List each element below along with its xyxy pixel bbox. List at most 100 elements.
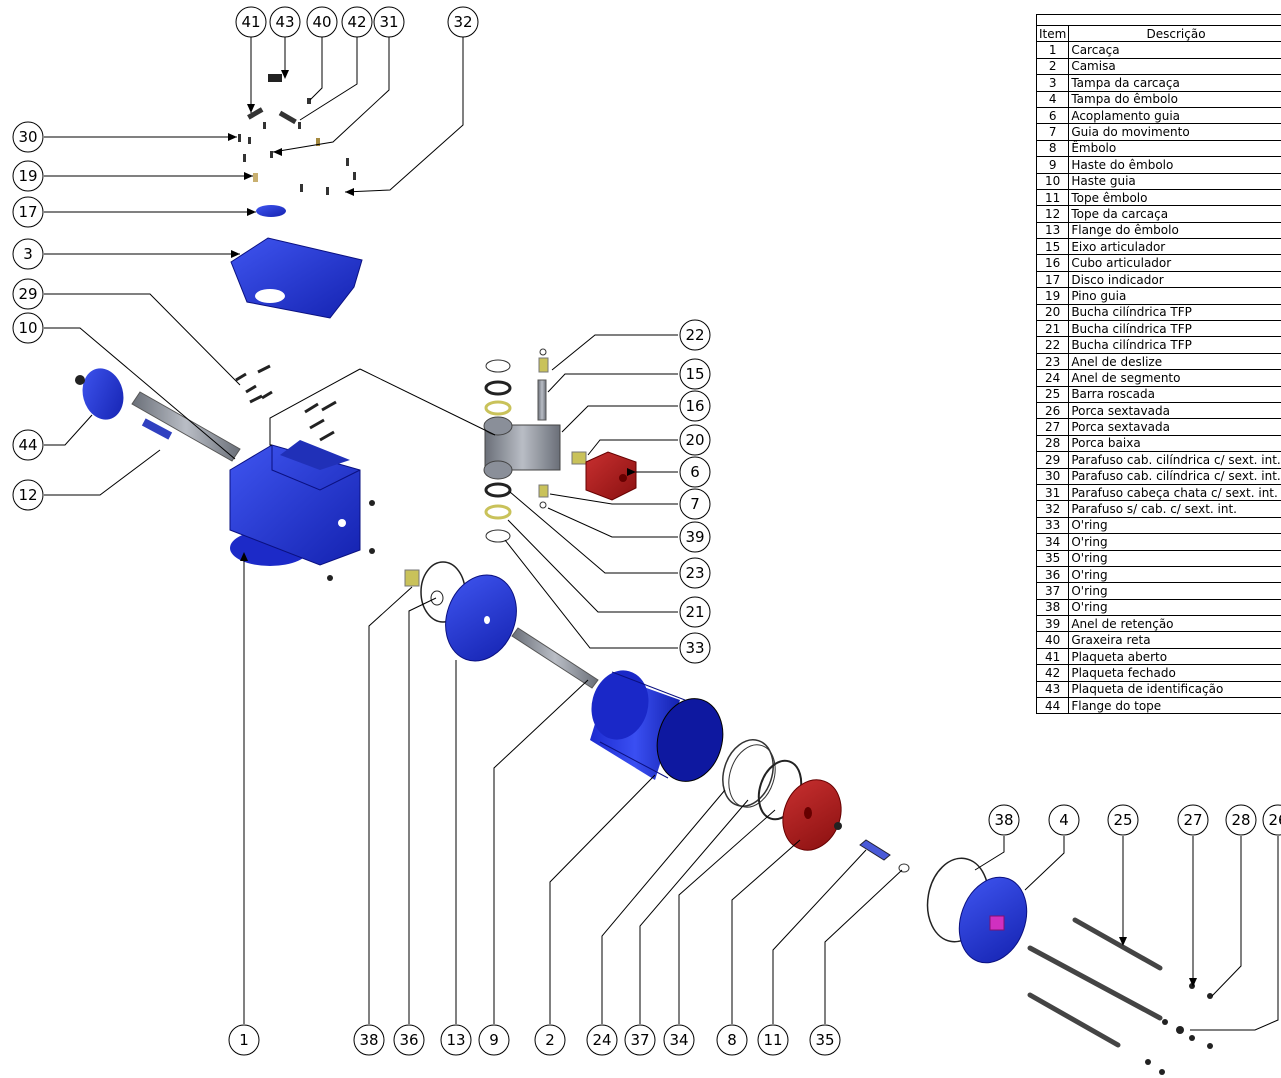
item-number-cell: 22 [1035,336,1070,354]
description-cell: Tampa da carcaça [1068,74,1281,92]
description-cell: Cubo articulador [1068,254,1281,272]
description-cell: O'ring [1068,533,1281,551]
description-cell: Porca sextavada [1068,418,1281,436]
item-number-cell: 12 [1035,205,1070,223]
header-item: Item [1035,24,1070,43]
description-cell: O'ring [1068,582,1281,600]
item-number-cell: 39 [1035,615,1070,633]
svg-text:39: 39 [685,528,704,546]
balloon: 38 [988,804,1020,836]
item-number-cell: 16 [1035,254,1070,272]
item-number-cell: 11 [1035,188,1070,207]
balloon: 28 [1225,804,1257,836]
svg-text:6: 6 [690,463,700,481]
item-number-cell: 2 [1035,57,1070,76]
table-header-row: Item Descrição [1035,24,1281,43]
balloon: 12 [12,479,44,511]
description-cell: Flange do êmbolo [1068,221,1281,240]
balloon: 44 [12,429,44,461]
description-cell: Êmbolo [1068,139,1281,158]
svg-text:42: 42 [347,13,366,31]
item-number-cell: 19 [1035,287,1070,305]
description-cell: Bucha cilíndrica TFP [1068,320,1281,338]
item-number-cell: 40 [1035,631,1070,649]
item-number-cell: 36 [1035,565,1070,584]
description-cell: Camisa [1068,57,1281,76]
svg-text:17: 17 [18,203,37,221]
svg-text:1: 1 [239,1031,249,1049]
piston-stop [859,839,891,861]
item-number-cell: 3 [1035,74,1070,92]
balloon: 36 [393,1024,425,1056]
balloon: 4 [1048,804,1080,836]
description-cell: O'ring [1068,516,1281,535]
guide-coupling [585,451,637,501]
description-cell: O'ring [1068,598,1281,617]
guide-rod [131,391,241,462]
svg-text:43: 43 [275,13,294,31]
balloon: 2 [534,1024,566,1056]
svg-text:32: 32 [453,13,472,31]
svg-text:16: 16 [685,397,704,415]
svg-text:29: 29 [18,285,37,303]
item-number-cell: 1 [1035,41,1070,59]
description-cell: Parafuso s/ cab. c/ sext. int. [1068,500,1281,518]
svg-text:23: 23 [685,564,704,582]
balloon: 15 [679,358,711,390]
balloon: 16 [679,390,711,422]
piston [782,779,842,851]
housing-body [229,440,361,566]
balloon: 39 [679,521,711,553]
svg-text:30: 30 [18,128,37,146]
balloon: 37 [624,1024,656,1056]
item-number-cell: 26 [1035,401,1070,420]
leader-lines [44,37,1279,1031]
description-cell: Haste guia [1068,172,1281,190]
item-number-cell: 21 [1035,320,1070,338]
description-cell: Bucha cilíndrica TFP [1068,336,1281,354]
item-number-cell: 37 [1035,582,1070,600]
item-number-cell: 24 [1035,369,1070,387]
svg-text:35: 35 [815,1031,834,1049]
item-number-cell: 6 [1035,106,1070,125]
balloon: 1 [228,1024,260,1056]
svg-text:12: 12 [18,486,37,504]
item-number-cell: 34 [1035,533,1070,551]
cylinder-liner [590,670,724,782]
description-cell: Carcaça [1068,41,1281,59]
svg-text:22: 22 [685,326,704,344]
bolts-30b [304,400,337,442]
item-number-cell: 31 [1035,483,1070,502]
svg-text:19: 19 [18,167,37,185]
description-cell: Parafuso cab. cilíndrica c/ sext. int. [1068,467,1281,485]
description-cell: Graxeira reta [1068,631,1281,649]
item-number-cell: 15 [1035,238,1070,256]
svg-text:26: 26 [1268,811,1281,829]
description-cell: Plaqueta de identificação [1068,680,1281,699]
balloon: 38 [353,1024,385,1056]
housing-stop [141,418,173,440]
description-cell: O'ring [1068,565,1281,584]
item-number-cell: 43 [1035,680,1070,699]
